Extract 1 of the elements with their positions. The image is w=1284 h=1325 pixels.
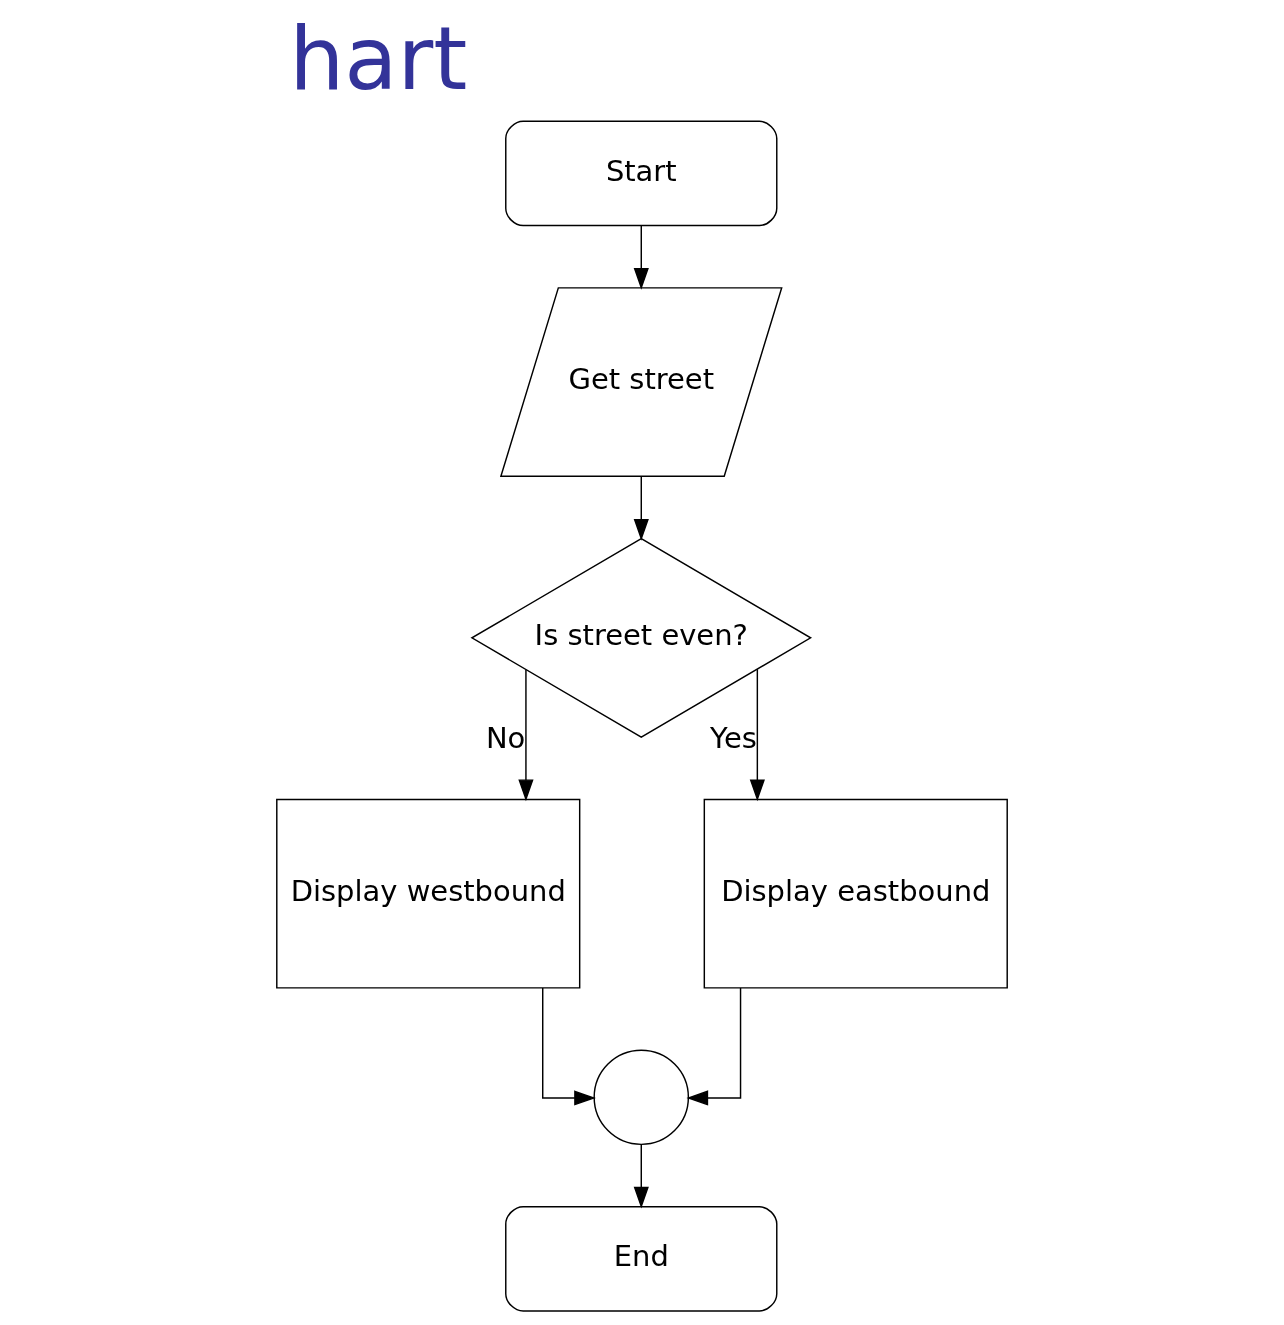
diagram-title: hart — [289, 8, 468, 111]
